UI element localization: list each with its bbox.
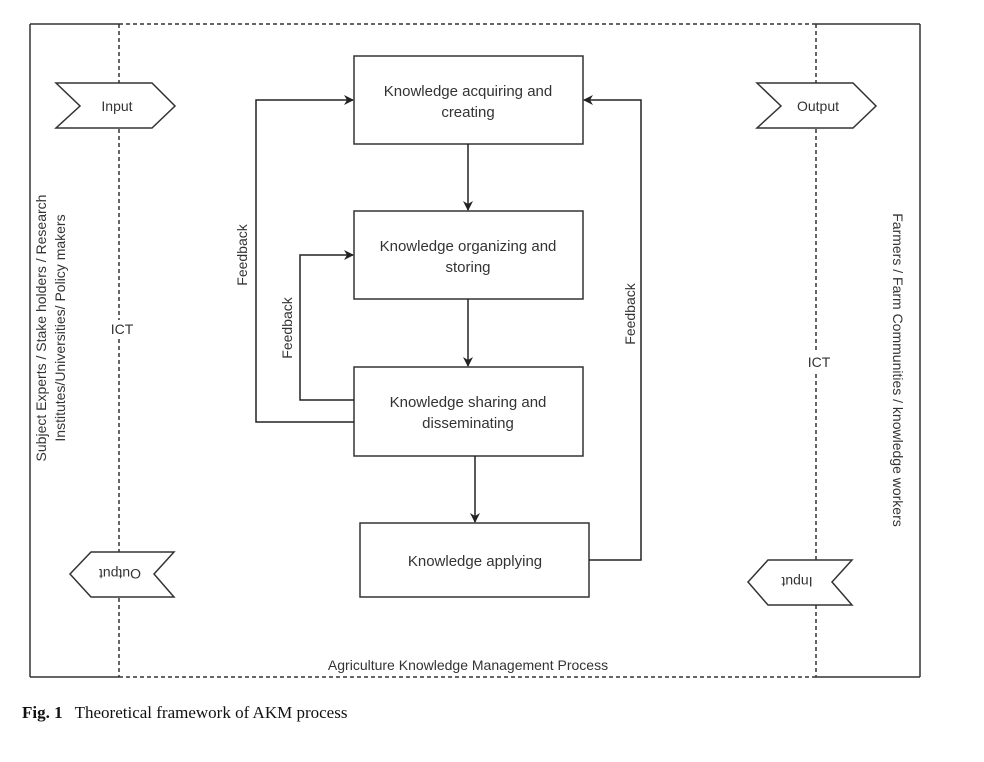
left-output-arrow: Output bbox=[68, 551, 176, 598]
outer-frame bbox=[29, 23, 921, 678]
figure-caption-text: Theoretical framework of AKM process bbox=[74, 703, 348, 722]
feedback-inner-left-label: Feedback bbox=[279, 296, 295, 358]
left-input-arrow-label: Input bbox=[101, 98, 132, 114]
right-output-arrow-shape bbox=[755, 82, 878, 129]
step-organizing-storing: Knowledge organizing and storing bbox=[353, 210, 584, 300]
figure-label: Fig. 1 bbox=[22, 703, 63, 722]
feedback-loop-right bbox=[583, 95, 642, 561]
right-output-arrow: Output bbox=[755, 82, 878, 129]
step-2-line2: storing bbox=[445, 259, 490, 276]
left-output-arrow-label: Output bbox=[99, 566, 141, 582]
step-4-line1: Knowledge applying bbox=[408, 553, 542, 570]
step-sharing-disseminating: Knowledge sharing and disseminating bbox=[353, 366, 584, 457]
step-1-line2: creating bbox=[441, 104, 494, 121]
figure-caption: Fig. 1 Theoretical framework of AKM proce… bbox=[22, 703, 347, 723]
step-applying: Knowledge applying bbox=[359, 522, 590, 598]
left-stakeholders-line2: Institutes/Universities/ Policy makers bbox=[52, 214, 68, 441]
left-stakeholders-line1: Subject Experts / Stake holders / Resear… bbox=[33, 195, 49, 462]
right-input-arrow: Input bbox=[746, 559, 854, 606]
step-1-line1: Knowledge acquiring and bbox=[384, 83, 552, 100]
left-ict-label: ICT bbox=[111, 321, 134, 337]
left-output-arrow-shape bbox=[68, 551, 176, 598]
right-input-arrow-shape bbox=[746, 559, 854, 606]
process-title: Agriculture Knowledge Management Process bbox=[328, 657, 608, 673]
feedback-outer-left-label: Feedback bbox=[234, 223, 250, 285]
feedback-right-label: Feedback bbox=[622, 282, 638, 344]
step-3-line2: disseminating bbox=[422, 415, 514, 432]
step-acquiring-creating: Knowledge acquiring and creating bbox=[353, 55, 584, 145]
right-output-arrow-label: Output bbox=[797, 98, 839, 114]
feedback-loop-outer-left bbox=[255, 95, 354, 423]
left-input-arrow: Input bbox=[54, 82, 177, 129]
right-ict-label: ICT bbox=[808, 354, 831, 370]
left-input-arrow-shape bbox=[54, 82, 177, 129]
step-2-line1: Knowledge organizing and bbox=[380, 238, 557, 255]
right-input-arrow-label: Input bbox=[781, 574, 812, 590]
left-stakeholders-label: Subject Experts / Stake holders / Resear… bbox=[33, 195, 68, 462]
step-3-line1: Knowledge sharing and bbox=[390, 394, 547, 411]
right-stakeholders-text: Farmers / Farm Communities / knowledge w… bbox=[890, 213, 906, 527]
right-stakeholders-label: Farmers / Farm Communities / knowledge w… bbox=[890, 213, 906, 527]
feedback-loop-inner-left bbox=[299, 250, 354, 401]
